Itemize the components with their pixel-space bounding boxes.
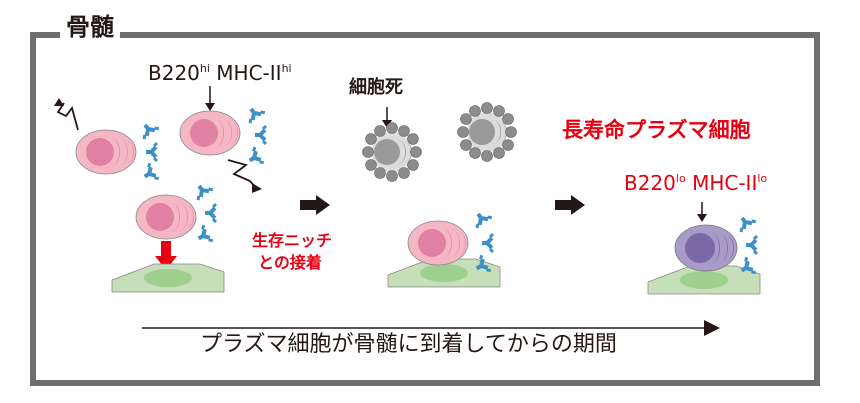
antibody-icon (732, 210, 758, 235)
antibody-icon (253, 124, 268, 146)
stromal-cell-icon (111, 263, 225, 293)
plasma-cell-icon (407, 220, 469, 266)
plasma-cell-icon (75, 129, 137, 175)
b220-text: B220 (624, 171, 676, 195)
antibody-icon (243, 145, 266, 171)
antibody-icon (203, 202, 218, 224)
frame-title: 骨髄 (60, 10, 120, 44)
long-lived-plasma-cell-title: 長寿命プラズマ細胞 (562, 118, 751, 142)
niche-label-line1: 生存ニッチ (252, 231, 333, 250)
antibody-icon (241, 101, 267, 126)
apoptotic-cell-icon (457, 102, 517, 162)
antibody-icon (744, 234, 759, 256)
timeline-label: プラズマ細胞が骨髄に到着してからの期間 (200, 332, 617, 357)
niche-label-line2: との接着 (258, 253, 322, 272)
mhc-level: lo (757, 172, 768, 185)
stage1-marker-label: B220hi MHC-IIhi (148, 63, 292, 83)
mhc-text: MHC-II (216, 61, 282, 85)
zigzag-arrow-icon (54, 98, 79, 131)
antibody-icon (144, 141, 159, 163)
right-arrow-icon (300, 195, 330, 215)
antibody-icon (138, 161, 161, 187)
antibody-icon (189, 178, 215, 203)
antibody-icon (135, 117, 161, 142)
plasma-cell-icon (135, 194, 197, 240)
down-arrow-icon (205, 86, 215, 111)
mhc-level: hi (281, 62, 292, 75)
apoptotic-cell-icon (362, 122, 422, 182)
b220-text: B220 (148, 61, 200, 85)
b220-level: lo (675, 172, 686, 185)
bone-marrow-frame (30, 32, 820, 386)
down-arrow-icon (697, 202, 707, 222)
cell-death-label: 細胞死 (349, 77, 403, 98)
antibody-icon (192, 223, 215, 249)
antibody-icon (480, 232, 495, 254)
stage3-marker-label: B220lo MHC-IIlo (624, 173, 767, 193)
right-arrow-icon (555, 195, 585, 215)
long-lived-plasma-cell-icon (674, 224, 738, 272)
plasma-cell-icon (179, 110, 241, 156)
mhc-text: MHC-II (692, 171, 758, 195)
antibody-icon (468, 206, 494, 231)
down-arrow-icon (382, 107, 392, 128)
timeline-arrow-icon (142, 320, 720, 336)
b220-level: hi (199, 62, 210, 75)
zigzag-arrow-icon (227, 159, 262, 193)
adhesion-arrow-icon (155, 241, 177, 270)
